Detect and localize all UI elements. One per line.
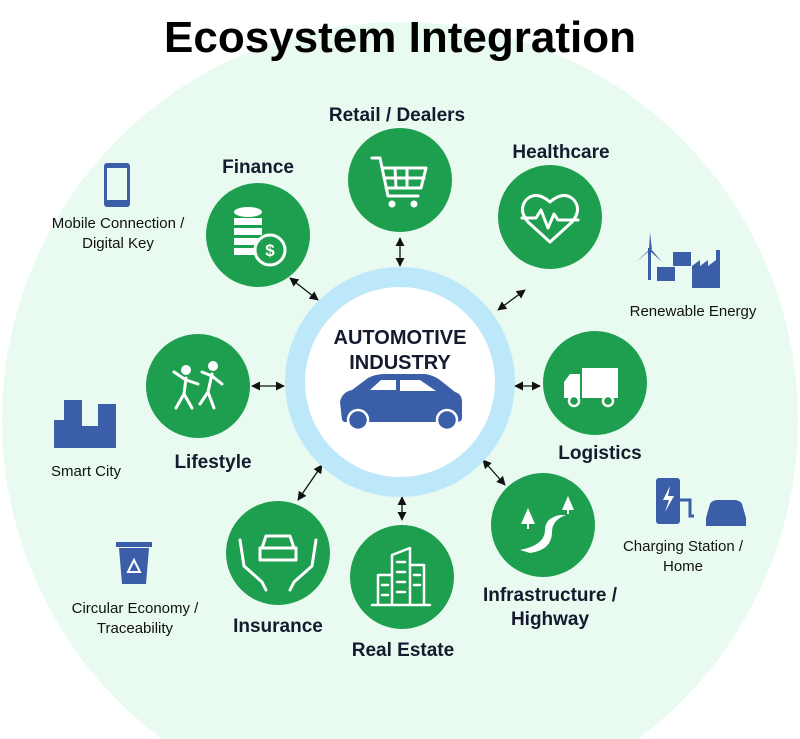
dancing-people-icon	[172, 361, 224, 410]
peripheral-label-line1: Mobile Connection /	[52, 215, 185, 232]
peripheral-smart-city: Smart City	[51, 400, 122, 480]
wind-solar-factory-icon	[636, 232, 720, 288]
sector-label-line1: Infrastructure /	[483, 585, 618, 606]
sector-infrastructure-highway: Infrastructure / Highway	[483, 473, 618, 630]
road-trees-icon	[520, 496, 574, 553]
shopping-cart-icon	[370, 156, 428, 208]
sector-retail-dealers: Retail / Dealers	[329, 105, 465, 232]
peripheral-label-line1: Smart City	[51, 463, 122, 480]
sector-label: Retail / Dealers	[329, 105, 465, 126]
connection-arrows	[251, 237, 541, 521]
charging-station-icon	[656, 478, 746, 526]
sector-label: Real Estate	[352, 640, 454, 661]
buildings-icon	[370, 546, 432, 607]
sector-logistics: Logistics	[543, 331, 647, 464]
center-label-line1: AUTOMOTIVE	[334, 327, 467, 349]
sector-label: Finance	[222, 157, 294, 178]
sector-real-estate: Real Estate	[350, 525, 454, 661]
peripheral-mobile-digital-key: Mobile Connection / Digital Key	[52, 163, 185, 252]
svg-text:$: $	[265, 241, 275, 260]
heart-pulse-icon	[520, 194, 580, 244]
peripheral-label-line1: Charging Station /	[623, 538, 744, 555]
peripheral-renewable-energy: Renewable Energy	[630, 232, 757, 320]
page-title: Ecosystem Integration	[164, 13, 636, 62]
car-icon	[340, 374, 462, 432]
sector-lifestyle: Lifestyle	[146, 334, 252, 473]
peripheral-label-line1: Renewable Energy	[630, 303, 757, 320]
automotive-industry-hub: AUTOMOTIVE INDUSTRY	[285, 267, 515, 497]
sector-label: Healthcare	[512, 142, 609, 163]
sector-healthcare: Healthcare	[498, 142, 610, 269]
city-icon	[54, 400, 116, 448]
peripheral-charging-station: Charging Station / Home	[623, 478, 746, 575]
peripheral-label-line1: Circular Economy /	[72, 600, 200, 617]
truck-icon	[564, 368, 618, 408]
smartphone-icon	[104, 163, 130, 207]
hands-car-icon	[238, 534, 318, 592]
peripheral-label-line2: Traceability	[97, 620, 174, 637]
sector-finance: Finance $	[206, 157, 310, 287]
sector-label: Insurance	[233, 616, 323, 637]
recycle-bin-icon	[116, 542, 152, 584]
peripheral-label-line2: Digital Key	[82, 235, 154, 252]
sector-label: Lifestyle	[174, 452, 251, 473]
peripheral-circular-economy: Circular Economy / Traceability	[72, 542, 200, 637]
coins-dollar-icon: $	[234, 207, 287, 267]
center-label-line2: INDUSTRY	[349, 352, 451, 374]
peripheral-label-line2: Home	[663, 558, 703, 575]
sector-insurance: Insurance	[226, 501, 330, 637]
sector-label: Logistics	[558, 443, 641, 464]
sector-label-line2: Highway	[511, 609, 590, 630]
